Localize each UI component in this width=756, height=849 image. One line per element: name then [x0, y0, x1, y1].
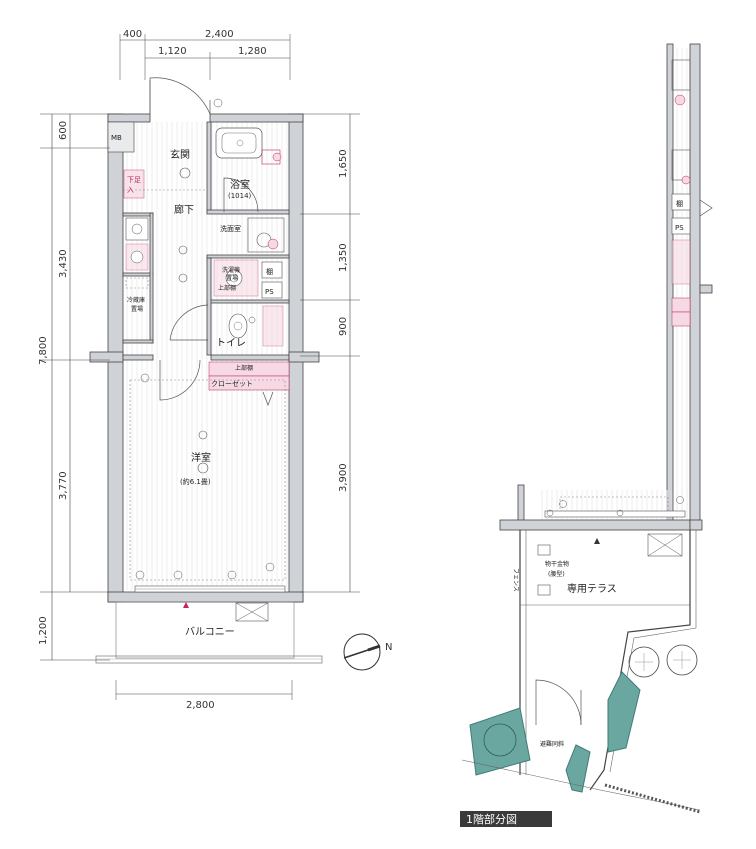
dim-left-600: 600: [58, 121, 69, 140]
terrace-label: 専用テラス: [567, 583, 617, 595]
dim-top-2400: 2,400: [205, 29, 234, 40]
entrance-label: 玄関: [170, 148, 190, 161]
shoe-label-2: 入: [127, 186, 134, 194]
compass-north-label: N: [385, 642, 392, 653]
closet-top-label: 上部棚: [235, 364, 253, 372]
dim-top-1120: 1,120: [158, 46, 187, 57]
dim-left-1200: 1,200: [38, 616, 49, 645]
closet-label: クローゼット: [211, 379, 253, 388]
bath-label: 浴室: [230, 178, 250, 191]
dim-right-1350: 1,350: [338, 243, 349, 272]
mb-label: MB: [111, 134, 122, 142]
fence-label: フェンス: [512, 568, 519, 592]
dim-top-400: 400: [123, 29, 142, 40]
dim-top-1280: 1,280: [238, 46, 267, 57]
dim-left-7800: 7,800: [38, 336, 49, 365]
shoe-label-1: 下足: [127, 176, 141, 184]
dim-right-900: 900: [338, 317, 349, 336]
shelf-label: 棚: [266, 267, 273, 276]
toilet-label: トイレ: [216, 338, 246, 349]
dim-left-3770: 3,770: [58, 471, 69, 500]
ps2-label: PS: [675, 224, 684, 232]
bath-size-label: (1014): [228, 192, 252, 200]
dim-left-3430: 3,430: [58, 249, 69, 278]
drying-label-2: (腰型): [548, 570, 565, 578]
dim-bottom-2800: 2,800: [186, 700, 215, 711]
fridge-label-1: 冷蔵庫: [127, 296, 145, 304]
corridor-label: 廊下: [174, 203, 194, 216]
western-size-label: (約6.1畳): [180, 477, 211, 486]
washer-label-1: 洗濯機: [222, 266, 240, 274]
fridge-label-2: 置場: [131, 305, 143, 313]
upper-shelf-label: 上部棚: [218, 284, 236, 292]
caption-label: 1階部分図: [466, 812, 517, 826]
balcony-label: バルコニー: [185, 626, 235, 638]
washer-label-2: 置場: [226, 274, 238, 282]
ground-floor-partial-plan: [460, 43, 713, 827]
western-label: 洋室: [191, 451, 211, 464]
gate-label: 避難同斜: [540, 740, 564, 748]
washroom-label: 洗面室: [220, 224, 241, 233]
shelf2-label: 棚: [676, 199, 683, 208]
main-plan: [89, 77, 381, 671]
dim-right-1650: 1,650: [338, 149, 349, 178]
dim-right-3900: 3,900: [338, 463, 349, 492]
drying-label-1: 物干金物: [545, 560, 569, 568]
dimension-lines: [40, 34, 360, 700]
ps-label: PS: [265, 288, 274, 296]
